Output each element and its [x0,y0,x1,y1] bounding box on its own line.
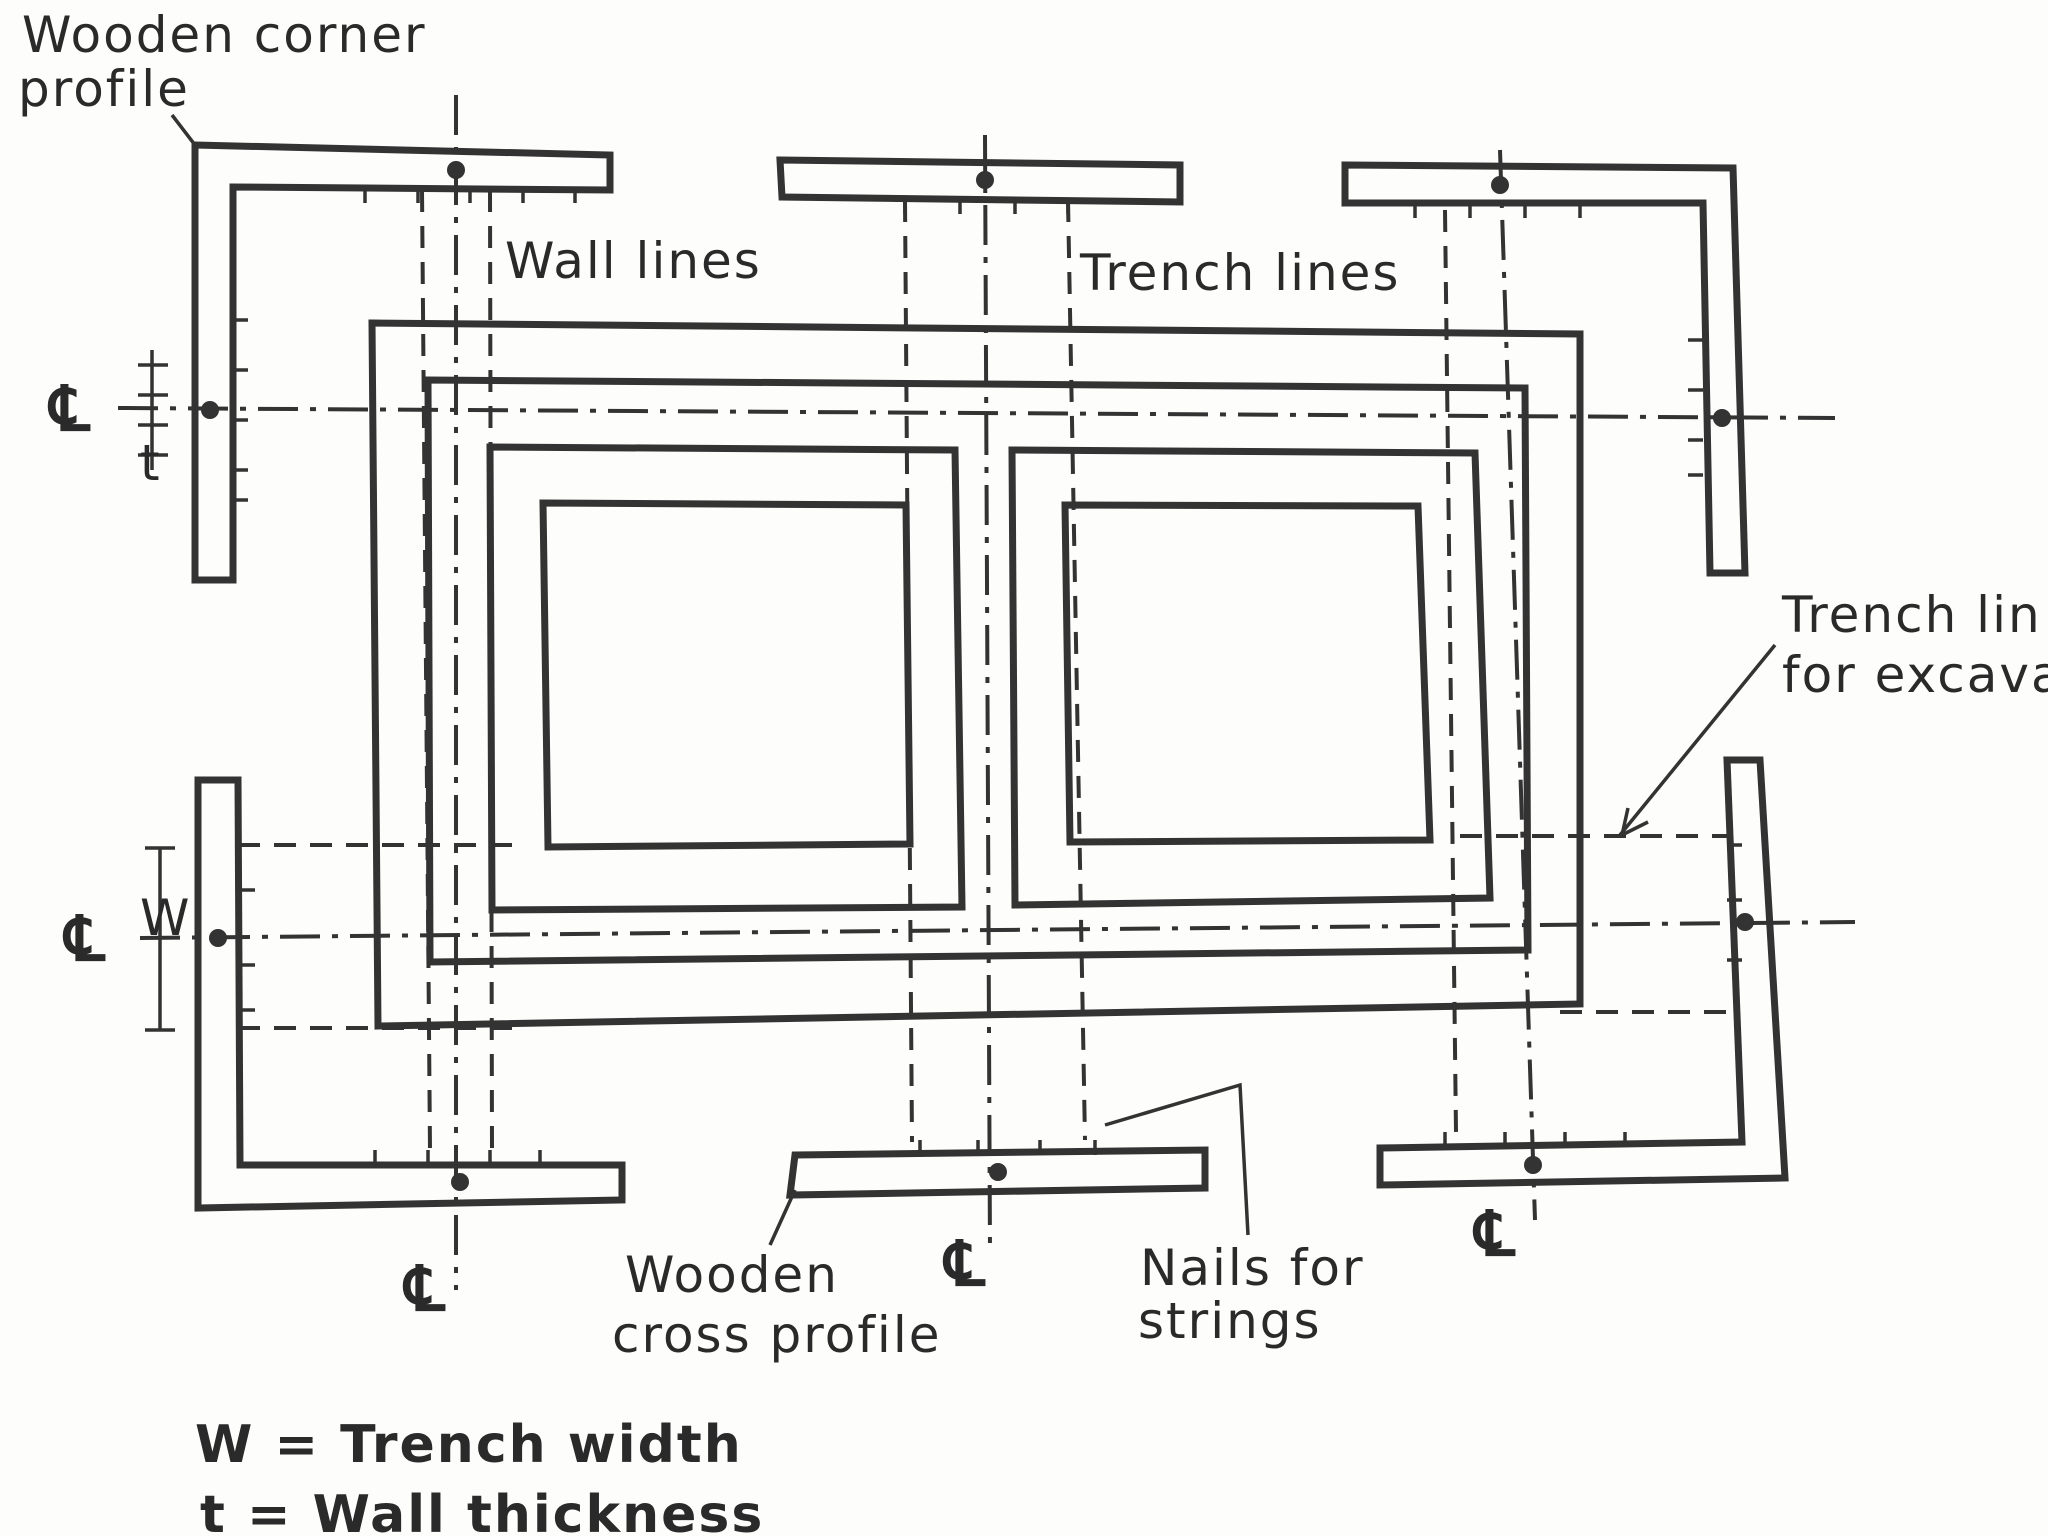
labels: Wooden corner profile Wall lines Trench … [18,6,2048,1364]
label-nails-for-strings-1: Nails for [1140,1239,1365,1297]
centerline-symbols: ℄ ℄ ℄ ℄ ℄ [47,372,1516,1325]
corner-profile-top-left [191,141,614,584]
corner-profile-bottom-right [1376,756,1789,1189]
label-wooden-corner-profile-2: profile [18,60,190,118]
center-line-nail-dots [201,161,1754,1191]
label-nails-for-strings-2: strings [1138,1292,1322,1350]
label-wooden-cross-profile-2: cross profile [612,1306,941,1364]
dim-w-label: W [140,889,191,947]
label-wooden-cross-profile-1: Wooden [625,1246,839,1304]
centerline-symbol-left-bottom: ℄ [62,902,106,975]
label-trench-lines: Trench lines [1079,244,1400,302]
dimension-w: W [140,846,191,1032]
label-wooden-corner-profile-1: Wooden corner [22,6,427,64]
centerline-symbol-left-top: ℄ [47,372,91,445]
corner-profile-top-right [1341,161,1749,577]
outer-trench-outline [368,319,1584,1030]
cross-profile-bottom [786,1146,1209,1199]
nails [233,188,1742,1165]
dim-t-label: t [140,434,162,492]
legend-wall-thickness: t = Wall thickness [200,1485,764,1536]
label-trench-lines-excavation-2: for excava [1782,646,2048,704]
centerline-symbol-bottom-center: ℄ [942,1227,986,1300]
left-room-outline [486,443,966,914]
centerline-symbol-bottom-left: ℄ [402,1252,446,1325]
string-lines [238,189,1727,1151]
label-wall-lines: Wall lines [505,232,762,290]
leader-lines [170,113,1777,1246]
corner-profile-bottom-left [194,776,626,1212]
dimension-t: t [138,350,168,492]
centerline-symbol-bottom-right: ℄ [1472,1197,1516,1270]
label-trench-lines-excavation-1: Trench lin [1781,586,2042,644]
cross-profile-top [776,156,1184,206]
legend: W = Trench width t = Wall thickness [195,1415,764,1536]
outer-wall-outline [424,376,1532,966]
center-lines [117,95,1856,1290]
right-room-outline [1008,446,1494,909]
legend-trench-width: W = Trench width [195,1415,743,1475]
